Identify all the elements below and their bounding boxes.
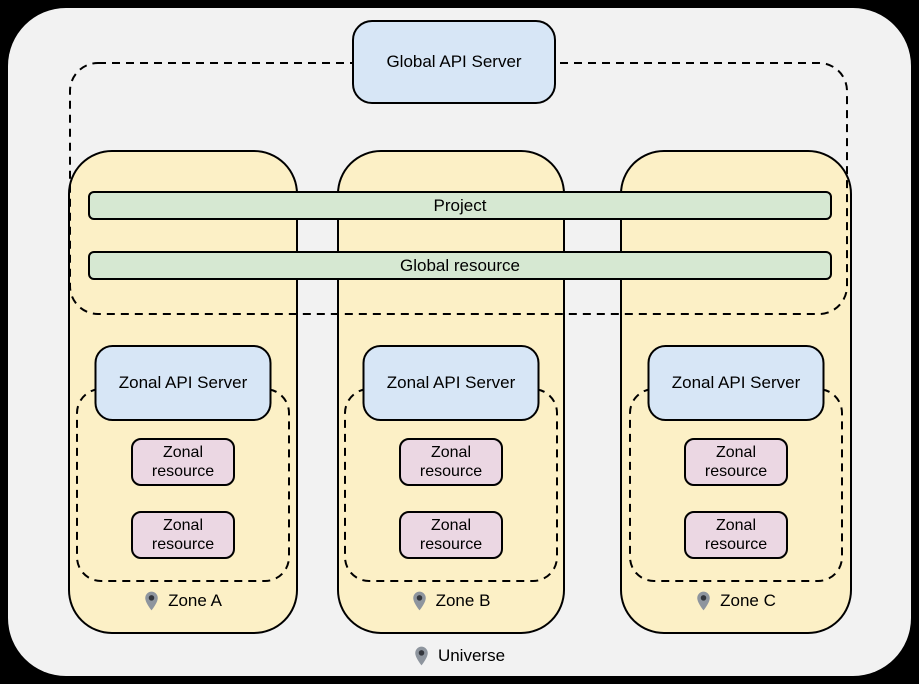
zone-b-container: Zonal API Server Zonal resource Zonal re… <box>337 150 565 634</box>
global-resource-bar: Global resource <box>88 251 832 280</box>
zonal-api-server-label: Zonal API Server <box>118 373 248 392</box>
zonal-resource-box: Zonal resource <box>131 438 235 486</box>
zonal-resource-label: Zonal resource <box>419 443 483 480</box>
zonal-resource-label: Zonal resource <box>704 443 768 480</box>
zonal-api-server-box: Zonal API Server <box>362 345 540 421</box>
location-pin-icon <box>697 591 710 611</box>
zonal-resource-label: Zonal resource <box>704 516 768 553</box>
project-bar: Project <box>88 191 832 220</box>
project-bar-label: Project <box>433 195 487 215</box>
zonal-resource-box: Zonal resource <box>684 438 788 486</box>
global-resource-bar-label: Global resource <box>399 255 520 275</box>
zonal-resource-box: Zonal resource <box>399 438 503 486</box>
zonal-resource-box: Zonal resource <box>131 511 235 559</box>
location-pin-icon <box>412 591 426 611</box>
zonal-api-server-label: Zonal API Server <box>671 373 801 392</box>
zone-label: Zone B <box>339 590 563 612</box>
zone-label: Zone C <box>622 590 850 612</box>
global-api-server-box: Global API Server <box>352 20 556 104</box>
zone-a-container: Zonal API Server Zonal resource Zonal re… <box>68 150 298 634</box>
zone-c-container: Zonal API Server Zonal resource Zonal re… <box>620 150 852 634</box>
zonal-resource-label: Zonal resource <box>151 443 215 480</box>
location-pin-icon <box>145 591 158 611</box>
zonal-api-server-box: Zonal API Server <box>647 345 825 421</box>
zonal-api-server-box: Zonal API Server <box>94 345 272 421</box>
zonal-resource-label: Zonal resource <box>151 516 215 553</box>
zonal-resource-box: Zonal resource <box>399 511 503 559</box>
global-api-server-label: Global API Server <box>386 52 522 71</box>
zone-label-text: Zone A <box>168 591 222 610</box>
zonal-resource-label: Zonal resource <box>419 516 483 553</box>
universe-label-text: Universe <box>437 646 506 665</box>
zone-label-text: Zone C <box>720 591 776 610</box>
zone-label-text: Zone B <box>435 591 491 610</box>
universe-label: Universe <box>0 645 919 667</box>
zone-label: Zone A <box>70 590 296 612</box>
zonal-api-server-label: Zonal API Server <box>386 373 516 392</box>
zonal-resource-box: Zonal resource <box>684 511 788 559</box>
location-pin-icon <box>415 646 428 666</box>
